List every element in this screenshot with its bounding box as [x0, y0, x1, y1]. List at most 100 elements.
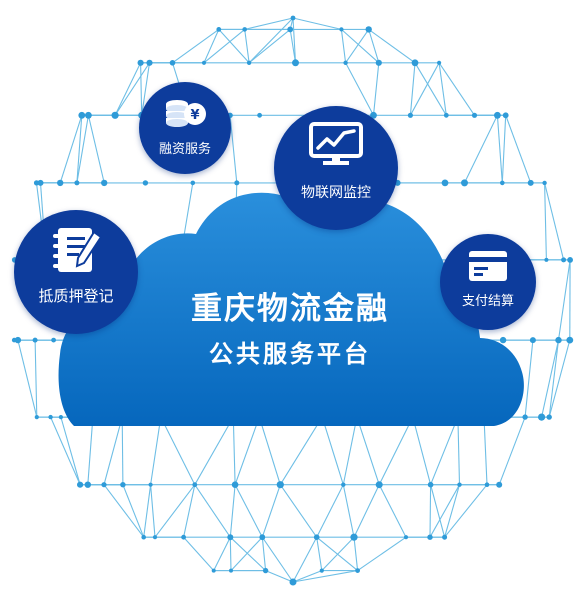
network-link [316, 484, 344, 538]
network-node [57, 179, 64, 187]
network-link [414, 62, 447, 116]
network-link [483, 417, 488, 485]
network-link [244, 17, 294, 30]
service-label-financing: 融资服务 [158, 142, 211, 157]
network-node [58, 415, 64, 420]
network-node [427, 534, 433, 540]
network-link [154, 484, 196, 538]
network-node [111, 111, 119, 119]
network-node [146, 59, 153, 66]
network-node [437, 60, 442, 65]
network-node [555, 336, 562, 344]
network-link [429, 484, 432, 538]
network-node [544, 257, 549, 262]
network-node [77, 481, 84, 488]
service-badge-payment[interactable]: 支付结算 [440, 234, 536, 330]
service-badge-financing[interactable]: ¥ 融资服务 [139, 82, 231, 174]
network-node [74, 180, 80, 186]
network-link [409, 62, 440, 116]
network-link [292, 570, 358, 583]
network-link [541, 339, 560, 418]
network-link [261, 484, 281, 538]
network-node [341, 482, 346, 487]
network-link [218, 29, 250, 64]
monitor-chart-icon [309, 122, 363, 165]
network-node [120, 482, 126, 488]
network-link [103, 484, 145, 538]
network-link [345, 62, 374, 116]
network-link [150, 484, 156, 538]
network-link [316, 537, 323, 571]
network-link [292, 17, 297, 63]
service-badge-pledge[interactable]: 抵质押登记 [14, 210, 138, 334]
network-node [246, 60, 252, 65]
network-link [501, 115, 507, 183]
network-node [211, 568, 216, 573]
network-node [37, 179, 44, 186]
network-node [461, 179, 468, 187]
network-node [257, 112, 262, 118]
network-link [321, 536, 355, 571]
network-link [292, 536, 318, 583]
network-node [101, 179, 108, 187]
network-node [289, 578, 297, 586]
coins-yen-icon: ¥ [166, 100, 206, 127]
network-link [34, 340, 38, 418]
network-node [411, 59, 419, 67]
network-link [409, 62, 416, 116]
network-link [292, 570, 323, 583]
network-node [231, 481, 239, 489]
network-link [279, 416, 323, 485]
service-label-pledge: 抵质押登记 [38, 287, 114, 305]
network-link [524, 340, 534, 418]
network-node [441, 179, 449, 187]
network-node [290, 15, 296, 21]
network-link [548, 339, 571, 418]
network-link [430, 416, 459, 485]
network-link [172, 28, 220, 64]
network-link [87, 115, 105, 184]
network-node [262, 567, 269, 574]
network-link [122, 484, 145, 538]
network-node [500, 180, 505, 186]
network-node [442, 534, 448, 540]
network-link [353, 537, 359, 571]
service-badge-iot[interactable]: 物联网监控 [274, 106, 398, 230]
network-link [429, 484, 460, 538]
network-node [32, 337, 38, 343]
network-link [194, 484, 231, 538]
platform-title-line1: 重庆物流金融 [191, 291, 389, 327]
network-link [229, 536, 266, 571]
network-node [566, 336, 574, 344]
network-link [279, 484, 318, 538]
network-node [137, 59, 144, 66]
network-node [292, 59, 299, 67]
network-node [407, 112, 413, 118]
network-link [430, 484, 446, 538]
network-link [345, 29, 370, 64]
network-node [494, 111, 501, 119]
network-link [248, 28, 291, 64]
network-link [140, 62, 143, 116]
network-link [213, 536, 231, 571]
network-node [339, 27, 344, 32]
network-link [342, 416, 358, 485]
network-link [444, 484, 488, 538]
network-node [529, 337, 536, 344]
network-link [143, 484, 152, 538]
network-link [548, 340, 560, 418]
network-link [203, 29, 220, 64]
network-node [355, 568, 360, 573]
network-node [216, 27, 222, 32]
network-node [484, 482, 490, 488]
network-link [341, 28, 380, 64]
platform-title-line2: 公共服务平台 [209, 340, 371, 368]
network-node [522, 414, 528, 420]
network-link [183, 536, 215, 571]
network-node [259, 534, 266, 541]
network-link [150, 417, 162, 485]
network-node [375, 59, 382, 66]
network-node [141, 534, 146, 540]
network-node [85, 111, 92, 119]
